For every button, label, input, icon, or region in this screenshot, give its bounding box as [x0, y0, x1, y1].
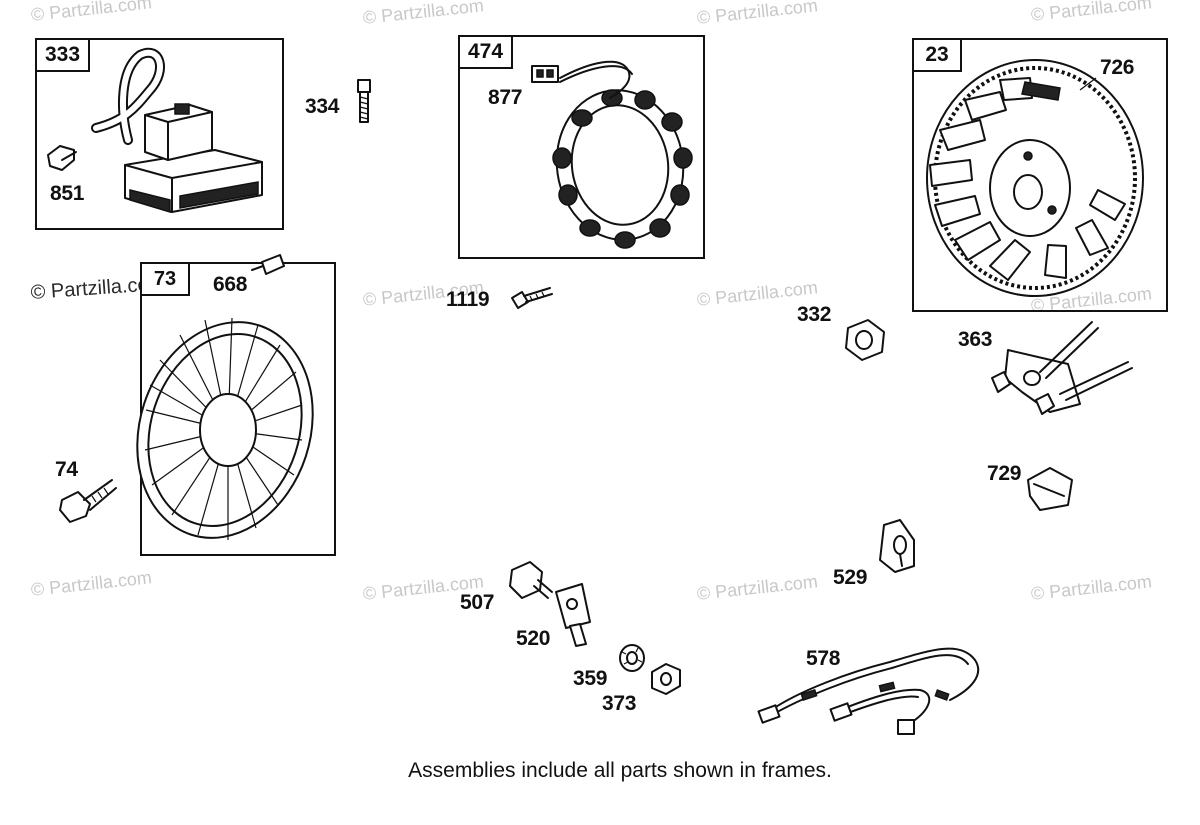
alternator-stator-drawing: [531, 60, 693, 249]
diagram-caption: Assemblies include all parts shown in fr…: [408, 759, 832, 782]
screw-334-drawing: [357, 79, 371, 123]
screw-668-drawing: [251, 254, 285, 275]
frame-tag-333: 333: [35, 38, 91, 72]
frame-tag-23: 23: [912, 38, 962, 72]
grommet-529-drawing: [879, 519, 915, 573]
clip-729-drawing: [1027, 467, 1073, 511]
wiring-harness-drawing: [757, 647, 980, 735]
callout-359: 359: [573, 667, 608, 690]
frame-tag-73: 73: [140, 262, 190, 296]
frame-tag-474: 474: [458, 35, 514, 69]
callout-74: 74: [55, 458, 78, 481]
terminal-507-drawing: [509, 561, 553, 599]
callout-578: 578: [806, 647, 841, 670]
callout-851: 851: [50, 182, 85, 205]
bolt-74-drawing: [59, 479, 117, 523]
callout-363: 363: [958, 328, 993, 351]
nut-373-drawing: [651, 663, 681, 695]
callout-529: 529: [833, 566, 868, 589]
callout-729: 729: [987, 462, 1022, 485]
screw-1119-drawing: [511, 287, 553, 309]
lock-washer-359-drawing: [619, 644, 645, 672]
callout-332: 332: [797, 303, 832, 326]
bracket-520-drawing: [555, 583, 591, 647]
ignition-coil-drawing: [47, 47, 263, 214]
frame-73: 73: [140, 262, 336, 556]
callout-1119: 1119: [446, 288, 490, 311]
callout-520: 520: [516, 627, 551, 650]
frame-333: 333: [35, 38, 284, 230]
fan-screen-drawing: [136, 317, 314, 540]
callout-507: 507: [460, 591, 495, 614]
frame-474: 474: [458, 35, 705, 259]
armature-bracket-drawing: [991, 321, 1133, 415]
flywheel-drawing: [926, 59, 1144, 297]
leader-726: [1079, 77, 1097, 91]
nut-332-drawing: [845, 319, 885, 361]
callout-877: 877: [488, 86, 523, 109]
callout-668: 668: [213, 273, 248, 296]
callout-726: 726: [1100, 56, 1135, 79]
callout-373: 373: [602, 692, 637, 715]
frame-23: 23: [912, 38, 1168, 312]
callout-334: 334: [305, 95, 340, 118]
